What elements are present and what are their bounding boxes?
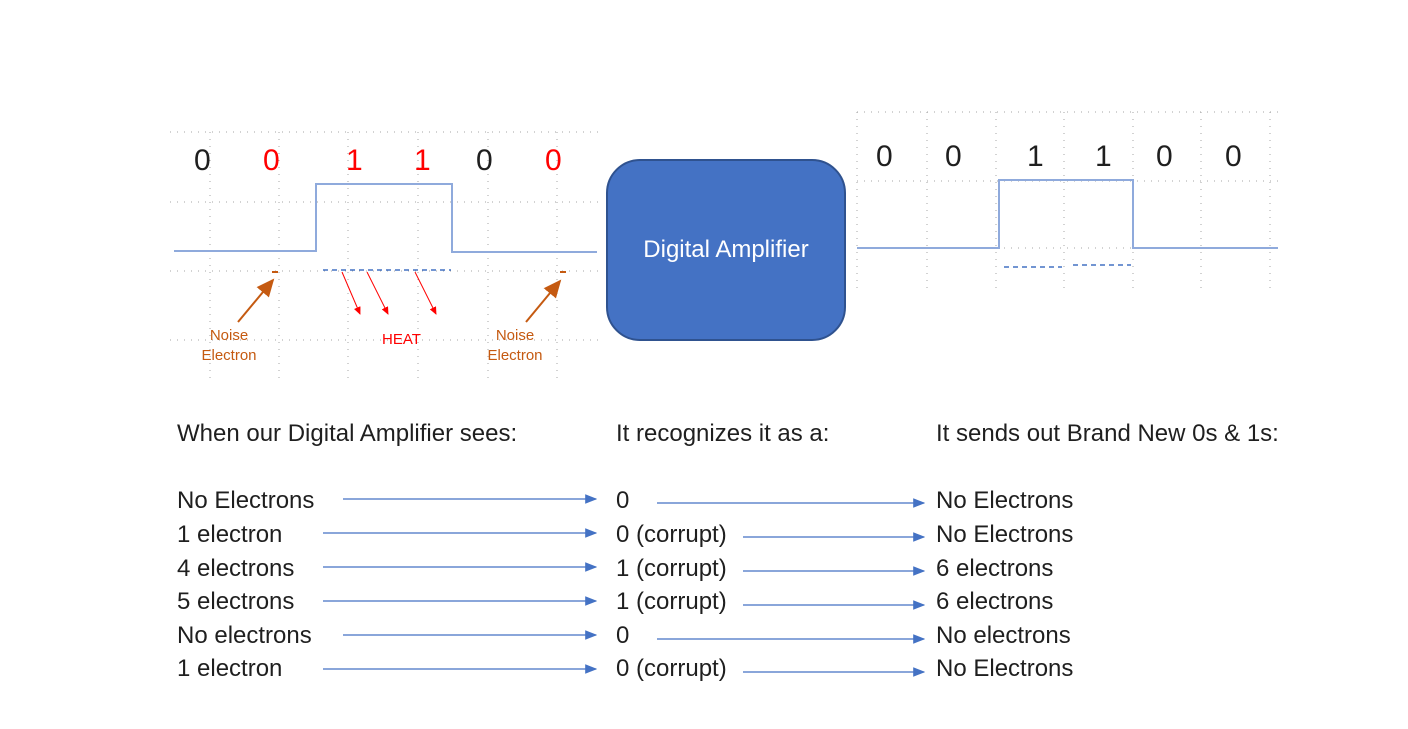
row6-sees: 1 electron — [177, 655, 283, 682]
noise-label-left-line2: Electron — [201, 347, 257, 364]
header-recognizes: It recognizes it as a: — [616, 420, 830, 447]
output-bit-2: 0 — [945, 140, 962, 173]
row1-recognizes: 0 — [616, 487, 630, 514]
input-bit-4: 1 — [414, 144, 431, 177]
row4-recognizes: 1 (corrupt) — [616, 588, 727, 615]
mapping-arrows — [323, 494, 926, 677]
output-bit-4: 1 — [1095, 140, 1112, 173]
input-bit-5: 0 — [476, 144, 493, 177]
input-signal-line — [174, 183, 597, 253]
header-sees: When our Digital Amplifier sees: — [177, 420, 518, 447]
row6-sends: No Electrons — [936, 655, 1074, 682]
noise-arrow-left — [237, 278, 275, 323]
input-bit-2: 0 — [263, 144, 280, 177]
row4-sends: 6 electrons — [936, 588, 1054, 615]
row2-sends: No Electrons — [936, 521, 1074, 548]
row3-sends: 6 electrons — [936, 555, 1054, 582]
row4-sees: 5 electrons — [177, 588, 295, 615]
row5-recognizes: 0 — [616, 622, 630, 649]
output-bit-5: 0 — [1156, 140, 1173, 173]
output-signal-line — [857, 179, 1278, 249]
noise-label-right: Noise Electron — [482, 326, 548, 366]
header-sends: It sends out Brand New 0s & 1s: — [936, 420, 1279, 447]
output-bit-6: 0 — [1225, 140, 1242, 173]
noise-label-right-line2: Electron — [487, 347, 543, 364]
noise-label-left: Noise Electron — [196, 326, 262, 366]
row2-recognizes: 0 (corrupt) — [616, 521, 727, 548]
output-grid — [856, 111, 1278, 290]
noise-label-right-line1: Noise — [495, 327, 535, 344]
input-bit-6: 0 — [545, 144, 562, 177]
row5-sees: No electrons — [177, 622, 312, 649]
row3-recognizes: 1 (corrupt) — [616, 555, 727, 582]
input-bit-3: 1 — [346, 144, 363, 177]
heat-arrow-2 — [366, 271, 389, 315]
row3-sees: 4 electrons — [177, 555, 295, 582]
noise-arrow-right — [525, 279, 562, 323]
row6-recognizes: 0 (corrupt) — [616, 655, 727, 682]
output-bit-3: 1 — [1027, 140, 1044, 173]
digital-amplifier-label: Digital Amplifier — [643, 236, 809, 263]
noise-label-left-line1: Noise — [209, 327, 249, 344]
row1-sends: No Electrons — [936, 487, 1074, 514]
heat-arrow-3 — [414, 271, 437, 315]
output-bit-1: 0 — [876, 140, 893, 173]
row5-sends: No electrons — [936, 622, 1071, 649]
input-bit-1: 0 — [194, 144, 211, 177]
heat-arrow-1 — [341, 271, 361, 315]
heat-label: HEAT — [382, 331, 421, 348]
row1-sees: No Electrons — [177, 487, 315, 514]
digital-amplifier-box: Digital Amplifier — [606, 159, 846, 341]
row2-sees: 1 electron — [177, 521, 283, 548]
